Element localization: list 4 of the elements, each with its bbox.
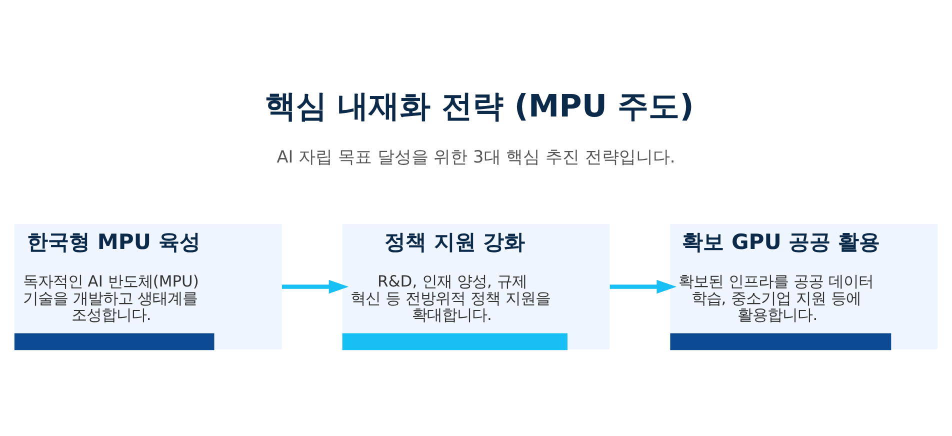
arrow <box>282 279 349 294</box>
diagram-title: 핵심 내재화 전략 (MPU 주도) <box>264 88 694 124</box>
arrow <box>610 279 676 294</box>
label: AI 자립 목표 달성을 위한 3대 핵심 추진 전략입니다. <box>276 146 676 166</box>
